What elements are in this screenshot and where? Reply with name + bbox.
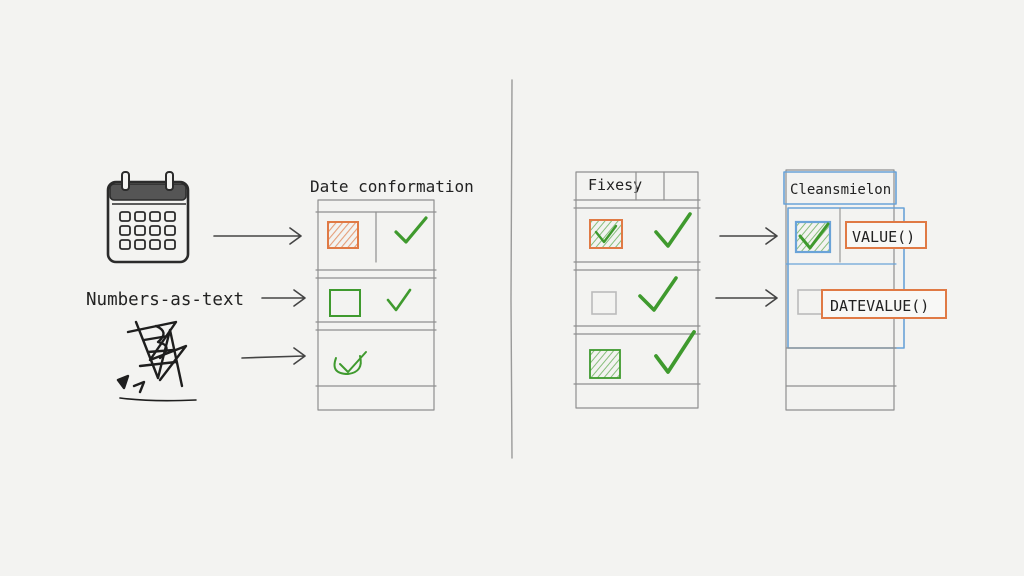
- arrow-row2: [715, 289, 778, 307]
- table1-row2-check: [638, 276, 678, 312]
- value-function-label: VALUE(): [852, 228, 915, 246]
- arrow-numbers: [261, 289, 306, 307]
- table2-row2-checkbox: [797, 289, 823, 315]
- arrows-right: [715, 227, 778, 307]
- left-table-grid: [315, 199, 437, 411]
- table1-grid: [573, 171, 701, 409]
- table1-row3-check: [654, 330, 696, 374]
- calendar-day-cell: [149, 239, 161, 250]
- calendar-day-cell: [119, 211, 131, 222]
- arrow-calendar: [213, 227, 302, 245]
- numbers-as-text-label: Numbers-as-text: [86, 290, 244, 310]
- calendar-day-cell: [164, 239, 176, 250]
- arrow-scribble: [241, 347, 306, 365]
- table2-title: Cleansmielon: [790, 182, 891, 198]
- scribble-icon: [116, 320, 197, 402]
- calendar-day-cell: [134, 225, 146, 236]
- table1-row1-small-check: [594, 224, 618, 244]
- table1-row1-check: [654, 212, 692, 248]
- left-row1-checkbox: [327, 221, 359, 249]
- arrow-row1: [719, 227, 778, 245]
- left-table-title: Date conformation: [310, 177, 474, 196]
- table1-row1-checkbox: [589, 219, 623, 249]
- calendar-day-cell: [164, 225, 176, 236]
- datevalue-function-label: DATEVALUE(): [830, 297, 929, 315]
- value-function-box: VALUE(): [845, 221, 927, 249]
- table2-row1-check: [798, 222, 830, 250]
- calendar-icon: [106, 171, 190, 264]
- calendar-day-cell: [134, 211, 146, 222]
- left-row3-check: [333, 351, 367, 375]
- arrows-left: [213, 227, 306, 365]
- table1-row3-checkbox: [589, 349, 621, 379]
- center-divider: [510, 79, 513, 459]
- datevalue-function-box: DATEVALUE(): [821, 289, 947, 319]
- left-row1-check: [394, 216, 428, 244]
- table1-row2-checkbox: [591, 291, 617, 315]
- left-row2-check: [386, 288, 412, 312]
- calendar-day-cell: [134, 239, 146, 250]
- calendar-day-cell: [149, 211, 161, 222]
- calendar-day-cell: [149, 225, 161, 236]
- table1-title: Fixesy: [588, 176, 642, 194]
- calendar-day-cell: [164, 211, 176, 222]
- calendar-day-cell: [119, 225, 131, 236]
- calendar-day-cell: [119, 239, 131, 250]
- left-row2-checkbox: [329, 289, 361, 317]
